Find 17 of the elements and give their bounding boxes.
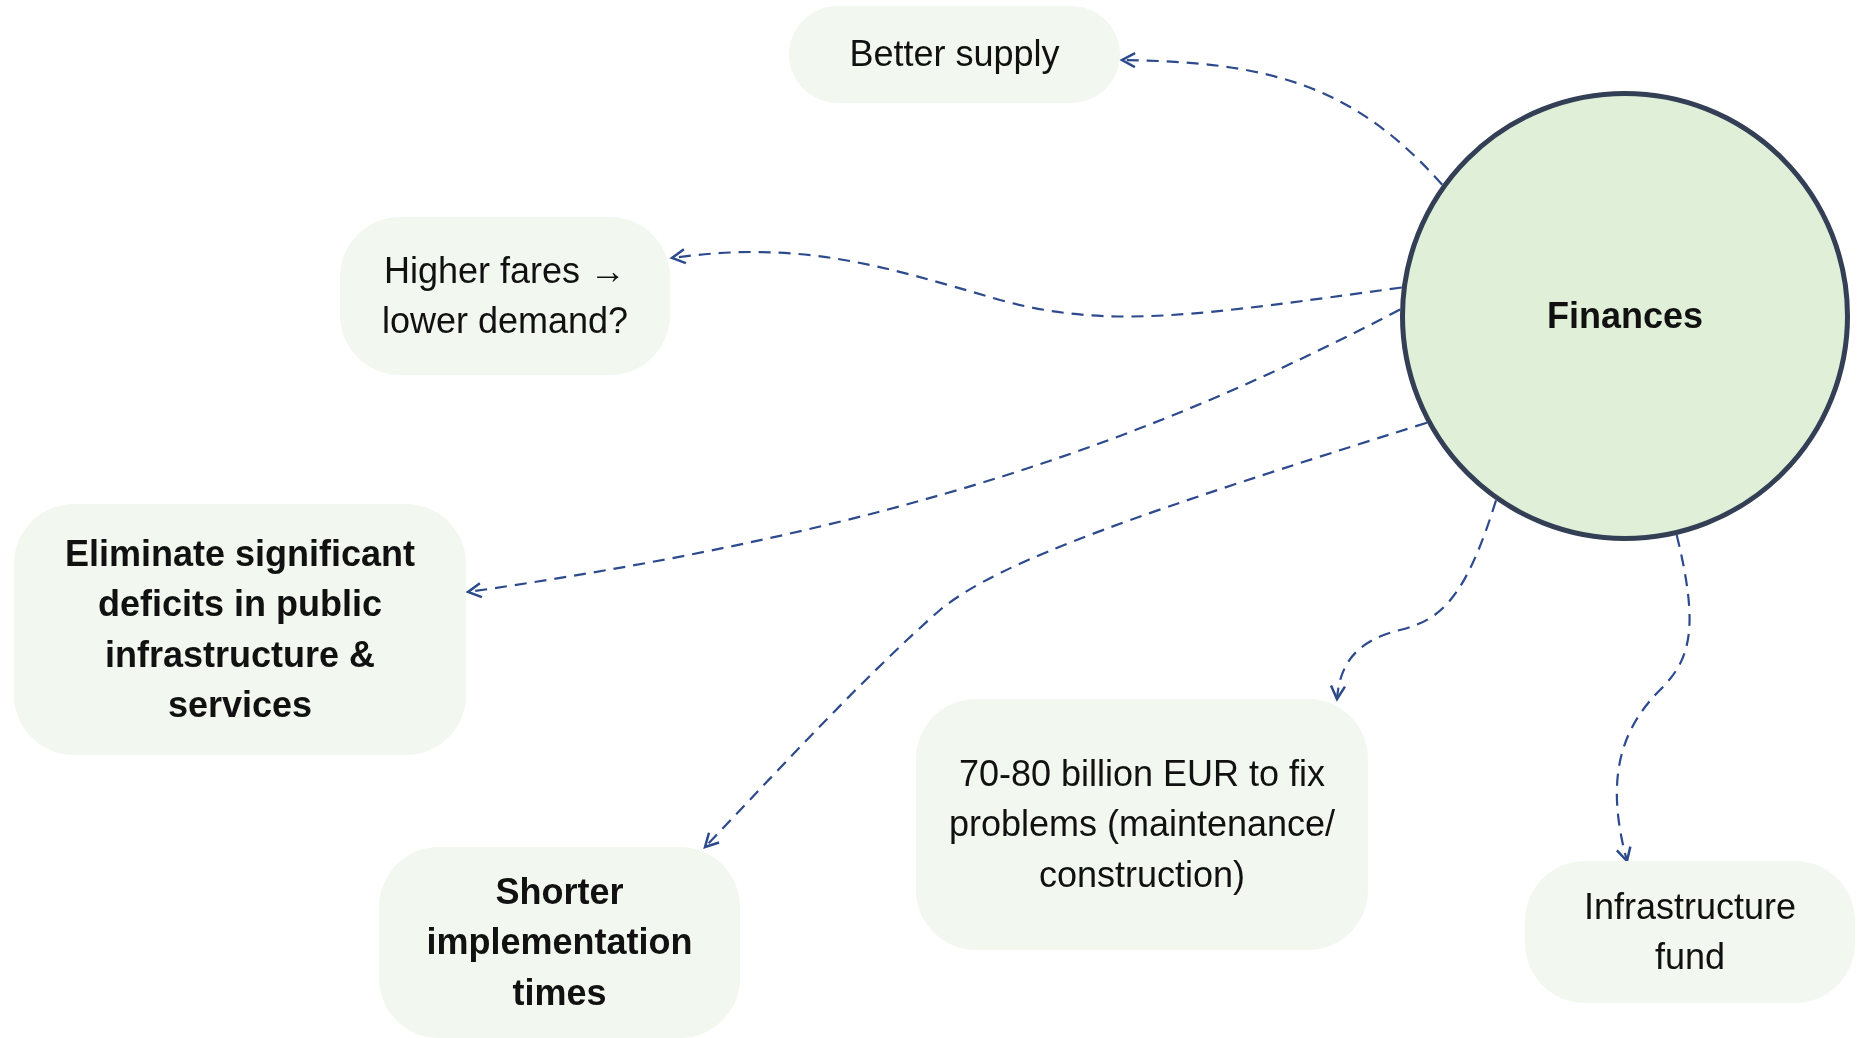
rounded-box [14,504,466,755]
dashed-arrow [1330,500,1498,701]
node-text: Eliminate significant deficits in public infrastructure & services [63,531,417,727]
dashed-arrow [1120,52,1443,186]
dashed-arrow [1615,534,1691,863]
dashed-arrow [670,248,1402,318]
rounded-box [379,847,740,1038]
node-text: Higher fares → lower demand? [380,248,630,343]
node-text: Shorter implementation times [425,869,694,1015]
rounded-box [340,217,670,375]
node-text: Finances [1546,293,1704,338]
rounded-box [916,699,1368,950]
dashed-arrow [703,421,1428,849]
dashed-arrow [466,308,1401,599]
node-text: Better supply [849,32,1060,77]
node-text: Infrastructure fund [1582,884,1798,979]
node-text: 70-80 billion EUR to fix problems (maintenance/ construction) [947,751,1337,897]
